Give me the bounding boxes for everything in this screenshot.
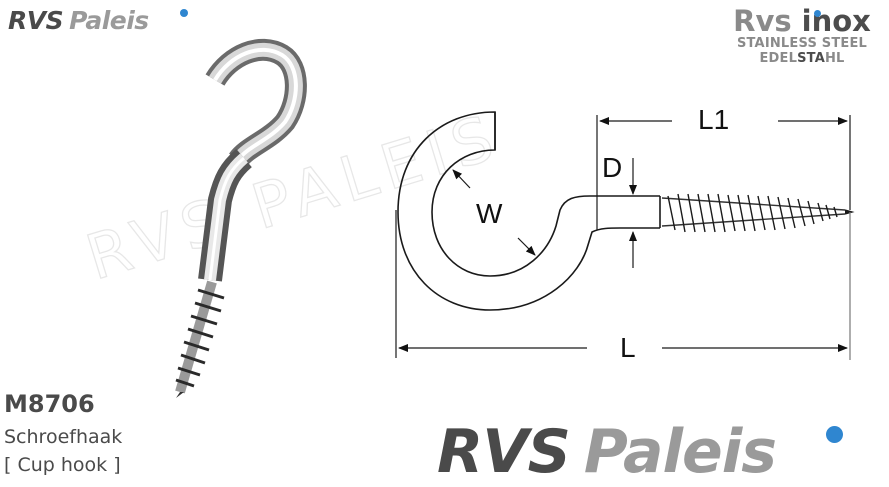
- brand-rvs: RVS: [8, 6, 64, 35]
- inox-rvs: Rvs: [733, 4, 792, 38]
- brand-dot-icon: [180, 9, 188, 17]
- edel: EDEL: [759, 51, 798, 66]
- diagram-thread: [661, 193, 855, 233]
- technical-drawing: [397, 111, 855, 311]
- sta: STA: [797, 51, 825, 66]
- dimension-label-w: W: [476, 198, 503, 229]
- inox-word: inox: [801, 4, 871, 38]
- inox-line-stainless: STAINLESS STEEL: [736, 36, 868, 51]
- brand-dot-icon-large: [826, 426, 843, 443]
- product-code: M8706: [4, 390, 95, 418]
- brand-paleis: Paleis: [69, 6, 149, 35]
- product-name-en: [ Cup hook ]: [4, 454, 121, 476]
- dimension-label-l: L: [620, 332, 636, 363]
- footer-brand-paleis: Paleis: [583, 417, 777, 487]
- hl: HL: [824, 51, 845, 66]
- screw-thread: [175, 280, 225, 398]
- inox-line-edelstahl: EDELSTAHL: [722, 51, 882, 66]
- dimension-lines: [395, 115, 851, 360]
- product-photo: [175, 38, 307, 398]
- dimension-label-l1: L1: [698, 104, 730, 135]
- footer-brand-rvs: RVS: [437, 417, 571, 487]
- product-name-nl: Schroefhaak: [4, 426, 123, 448]
- inox-dot-icon: [814, 10, 821, 17]
- dimension-label-d: D: [602, 152, 623, 183]
